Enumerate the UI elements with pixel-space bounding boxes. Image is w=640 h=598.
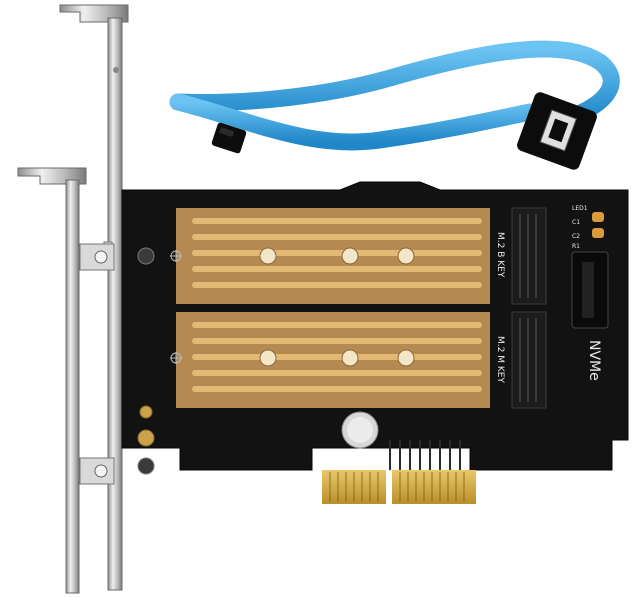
sata-connector-left [211, 122, 247, 154]
sata-connector-right [517, 92, 597, 170]
m2-slot-top-tray [176, 208, 490, 304]
capacitor-value: 220 [353, 418, 366, 426]
capacitor-voltage: 10V [353, 426, 367, 434]
led-label-2: C1 [572, 219, 580, 226]
led-pad-1 [592, 212, 604, 222]
mounting-holes [137, 247, 155, 475]
slot-bottom-key-label: M.2 M KEY [495, 336, 505, 383]
capacitor-code: VT [355, 434, 365, 442]
led-pad-2 [592, 228, 604, 238]
m2-connector-bottom [511, 311, 547, 409]
pcie-adapter-card: 220 10V VT M.2 B KEY M.2 M KEY NVMe LED1… [121, 181, 629, 504]
low-profile-bracket [17, 167, 115, 594]
sata-cable [169, 40, 620, 170]
sata-port [571, 251, 609, 329]
alignment-marks [170, 250, 182, 364]
m2-slot-bottom-tray [176, 312, 490, 408]
led-label-1: LED1 [572, 205, 588, 212]
m2-connector-top [511, 207, 547, 305]
led-label-4: R1 [572, 243, 580, 250]
led-label-3: C2 [572, 233, 580, 240]
gold-fingers [322, 470, 476, 504]
capacitor: 220 10V VT [341, 411, 379, 449]
slot-top-key-label: M.2 B KEY [495, 232, 505, 278]
nvme-label: NVMe [586, 340, 602, 381]
